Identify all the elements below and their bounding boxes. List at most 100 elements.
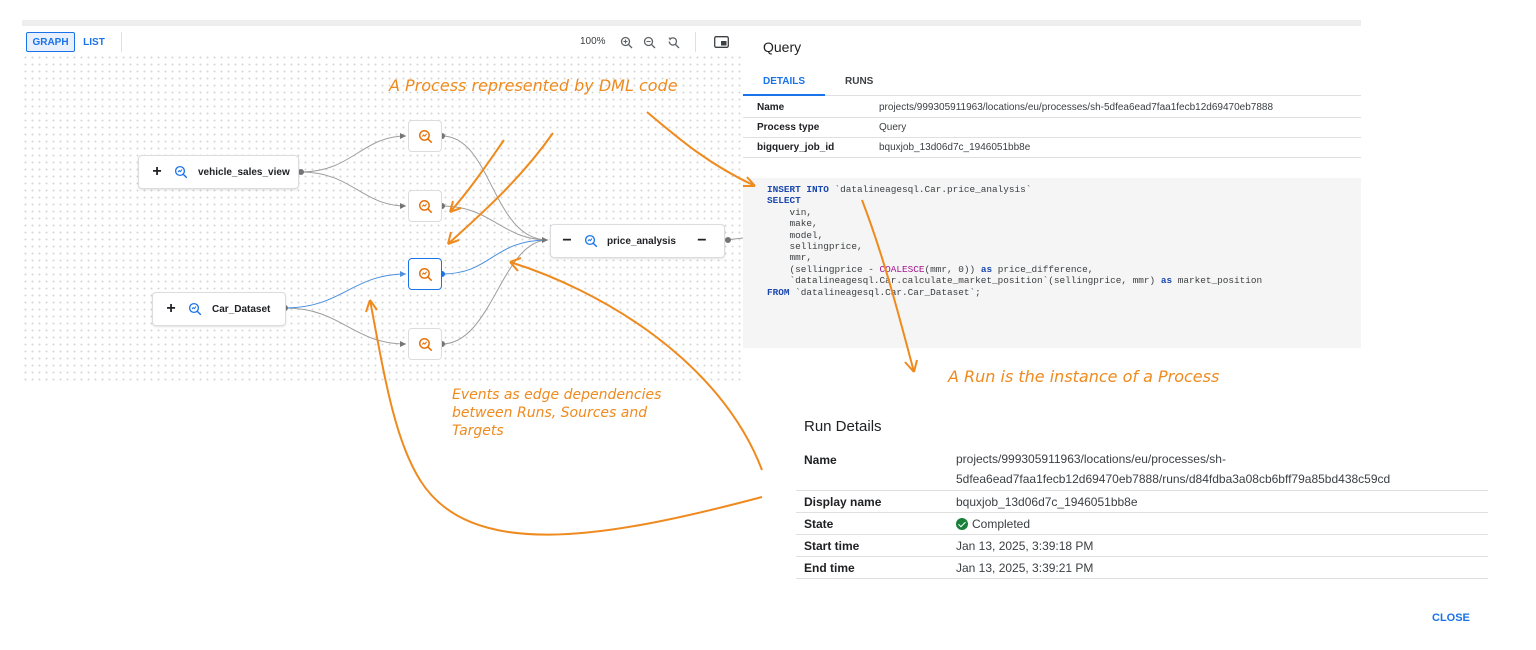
run-row-state: State Completed <box>796 513 1488 535</box>
run-key: Display name <box>804 495 882 509</box>
collapse-upstream-button[interactable]: − <box>562 232 572 249</box>
port-vehicle <box>298 169 304 175</box>
annotation-process: A Process represented by DML code <box>389 76 678 95</box>
code-text: market_position <box>1172 275 1263 287</box>
annotation-line: Events as edge dependencies <box>452 387 662 403</box>
code-text: `datalineagesql.Car.calculate_market_pos… <box>767 275 1161 287</box>
arrowhead <box>904 359 918 373</box>
graph-toolbar: GRAPH LIST 100% <box>22 26 743 56</box>
code-line: model, <box>767 229 824 241</box>
process-search-icon <box>418 129 432 143</box>
active-tab-indicator <box>743 94 825 96</box>
code-keyword: as <box>1160 275 1173 287</box>
run-key: Start time <box>804 539 860 553</box>
annotation-line: between Runs, Sources and <box>452 405 648 421</box>
run-value: Jan 13, 2025, 3:39:21 PM <box>956 561 1094 575</box>
query-details-panel: Query DETAILS RUNS Name projects/9993059… <box>743 26 1361 354</box>
node-car-dataset[interactable]: + Car_Dataset <box>152 292 286 326</box>
annotation-run: A Run is the instance of a Process <box>948 367 1220 386</box>
arrowhead-run4 <box>400 341 406 347</box>
code-line: `datalineagesql.Car.calculate_market_pos… <box>767 275 1361 286</box>
tab-details[interactable]: DETAILS <box>763 76 806 87</box>
toolbar-divider <box>695 32 696 52</box>
code-line: vin, <box>767 206 813 218</box>
run-row-end-time: End time Jan 13, 2025, 3:39:21 PM <box>796 557 1488 579</box>
node-vehicle-sales-view[interactable]: + vehicle_sales_view <box>138 155 299 189</box>
run-name-line1: projects/999305911963/locations/eu/proce… <box>956 452 1226 466</box>
detail-row-name: Name projects/999305911963/locations/eu/… <box>743 98 1361 118</box>
completed-check-icon <box>956 518 968 530</box>
expand-node-button[interactable]: + <box>166 300 176 317</box>
code-text: `datalineagesql.Car.price_analysis` <box>828 184 1032 195</box>
code-keyword: as <box>980 263 993 275</box>
arrowhead-run3 <box>400 271 406 277</box>
close-button[interactable]: CLOSE <box>1432 612 1470 624</box>
table-search-icon <box>188 302 202 316</box>
port-target-out <box>725 237 731 243</box>
process-search-icon <box>418 267 432 281</box>
process-search-icon <box>418 337 432 351</box>
edge-cardataset-run3 <box>284 273 407 309</box>
node-label: vehicle_sales_view <box>198 166 290 178</box>
run-row-display-name: Display name bquxjob_13d06d7c_1946051bb8… <box>796 491 1488 513</box>
annotation-events: Events as edge dependencies between Runs… <box>452 386 661 440</box>
state-text: Completed <box>972 517 1031 531</box>
list-view-toggle[interactable]: LIST <box>83 36 105 48</box>
edge-cardataset-run4 <box>284 307 407 345</box>
code-line: sellingprice, <box>767 241 863 253</box>
process-run-node[interactable] <box>408 328 442 360</box>
code-function: COALESCE <box>879 263 925 275</box>
code-text: price_difference, <box>992 263 1094 275</box>
code-keyword: SELECT <box>767 195 801 207</box>
annotation-line: Targets <box>452 423 504 439</box>
code-line: mmr, <box>767 252 813 264</box>
code-text: (mmr, 0)) <box>924 263 981 275</box>
detail-row-job-id: bigquery_job_id bquxjob_13d06d7c_1946051… <box>743 138 1361 158</box>
run-state-value: Completed <box>956 514 1030 534</box>
edge-vehicle-run1 <box>300 135 407 173</box>
code-line: (sellingprice - COALESCE(mmr, 0)) as pri… <box>767 264 1361 275</box>
detail-key: Process type <box>757 122 820 133</box>
tab-runs[interactable]: RUNS <box>845 76 874 87</box>
node-label: Car_Dataset <box>212 303 271 315</box>
node-price-analysis[interactable]: − price_analysis − <box>550 224 725 258</box>
process-search-icon <box>418 199 432 213</box>
detail-value: Query <box>879 122 907 133</box>
zoom-reset-icon[interactable] <box>663 32 683 52</box>
process-run-node[interactable] <box>408 120 442 152</box>
arrowhead-target <box>542 237 548 243</box>
process-run-node-selected[interactable] <box>408 258 442 290</box>
sql-code-block: INSERT INTO `datalineagesql.Car.price_an… <box>743 178 1361 348</box>
arrowhead-run1 <box>400 133 406 139</box>
process-run-node[interactable] <box>408 190 442 222</box>
zoom-out-icon[interactable] <box>639 32 659 52</box>
top-divider <box>22 20 1361 26</box>
minimap-toggle-icon[interactable] <box>709 31 733 53</box>
arrowhead-run2 <box>400 203 406 209</box>
run-key: State <box>804 517 834 531</box>
details-tabs: DETAILS RUNS <box>743 66 1361 96</box>
detail-row-process-type: Process type Query <box>743 118 1361 138</box>
code-line: FROM `datalineagesql.Car.Car_Dataset`; <box>767 287 1361 298</box>
panel-title: Query <box>763 39 802 55</box>
zoom-level: 100% <box>580 36 606 47</box>
table-search-icon <box>584 234 598 248</box>
run-name-line2: 5dfea6ead7faa1fecb12d69470eb7888/runs/d8… <box>956 472 1391 486</box>
zoom-in-icon[interactable] <box>616 32 636 52</box>
code-keyword: FROM <box>767 286 790 298</box>
toolbar-divider <box>121 32 122 52</box>
graph-view-toggle[interactable]: GRAPH <box>26 32 75 52</box>
code-text: (sellingprice - <box>767 263 880 275</box>
code-text: `datalineagesql.Car.Car_Dataset`; <box>789 286 981 298</box>
run-row-name: Name projects/999305911963/locations/eu/… <box>796 449 1488 491</box>
expand-node-button[interactable]: + <box>152 163 162 180</box>
detail-key: bigquery_job_id <box>757 142 835 153</box>
detail-value: projects/999305911963/locations/eu/proce… <box>879 102 1274 113</box>
edge-run1-target <box>441 135 549 241</box>
code-line: INSERT INTO `datalineagesql.Car.price_an… <box>767 184 1361 195</box>
node-label: price_analysis <box>607 235 676 247</box>
edge-run2-target <box>441 205 549 241</box>
run-key: End time <box>804 561 855 575</box>
run-row-start-time: Start time Jan 13, 2025, 3:39:18 PM <box>796 535 1488 557</box>
collapse-downstream-button[interactable]: − <box>697 232 707 249</box>
